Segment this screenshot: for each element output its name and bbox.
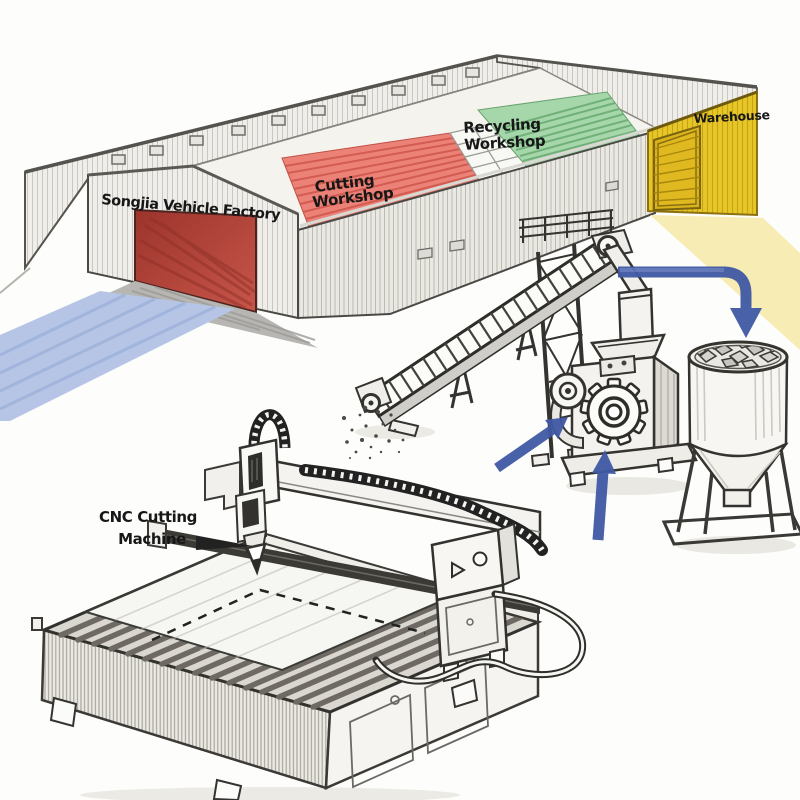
loading-apron — [650, 215, 800, 350]
flow-arrows — [494, 266, 762, 541]
warehouse-end — [647, 90, 800, 350]
cnc-cutting-machine — [31, 409, 587, 800]
cnc-shadow — [80, 787, 460, 800]
warehouse-cap — [647, 90, 758, 133]
shredder — [549, 333, 698, 495]
falling-scraps — [342, 405, 405, 460]
label-leader-line — [196, 536, 253, 550]
conveyor-foot — [387, 418, 420, 438]
left-bracket — [204, 460, 241, 511]
warehouse-label: Warehouse — [693, 107, 770, 126]
control-cabinet — [430, 522, 521, 683]
bearing-plate — [598, 354, 637, 378]
rail-end-cap — [147, 519, 167, 550]
cnc-feet — [49, 678, 479, 800]
discharge-chute — [602, 243, 655, 351]
storage-silo — [661, 340, 800, 554]
hose — [372, 590, 587, 685]
torch-tip — [252, 558, 261, 574]
corner-pin — [31, 617, 43, 631]
cutting-head — [204, 409, 291, 576]
recycling-workshop-label: Recycling Workshop — [463, 115, 547, 154]
start-button-icon — [451, 561, 466, 579]
recycling-workshop-roof — [477, 91, 641, 168]
svg-text:Workshop: Workshop — [464, 132, 547, 154]
cut-path — [151, 588, 426, 642]
svg-text:CNC Cutting: CNC Cutting — [99, 508, 197, 526]
cnc-machine-label: CNC Cutting Machine — [99, 508, 253, 550]
inclined-conveyor — [354, 209, 655, 468]
svg-text:Machine: Machine — [118, 530, 186, 548]
arrow-cnc-to-shredder-2 — [592, 450, 616, 541]
eave-highlight — [299, 124, 662, 228]
silo-outlet — [722, 488, 752, 508]
arrow-conveyor-to-silo — [618, 266, 762, 338]
dial-icon — [472, 551, 488, 567]
ground-line — [0, 267, 31, 294]
gear-icon — [579, 377, 649, 446]
drum-hub — [368, 400, 374, 406]
arrow-cnc-to-shredder-1 — [494, 417, 568, 473]
svg-text:Recycling: Recycling — [463, 115, 541, 137]
silo-stand — [661, 449, 800, 546]
clerestory-windows — [111, 67, 480, 165]
warehouse-door — [653, 124, 701, 212]
wall-vents — [417, 180, 619, 260]
driveway — [0, 291, 235, 421]
cable-chain — [299, 464, 548, 556]
gable-cap — [87, 164, 299, 216]
head-platform — [518, 209, 615, 243]
factory-door — [134, 208, 257, 314]
